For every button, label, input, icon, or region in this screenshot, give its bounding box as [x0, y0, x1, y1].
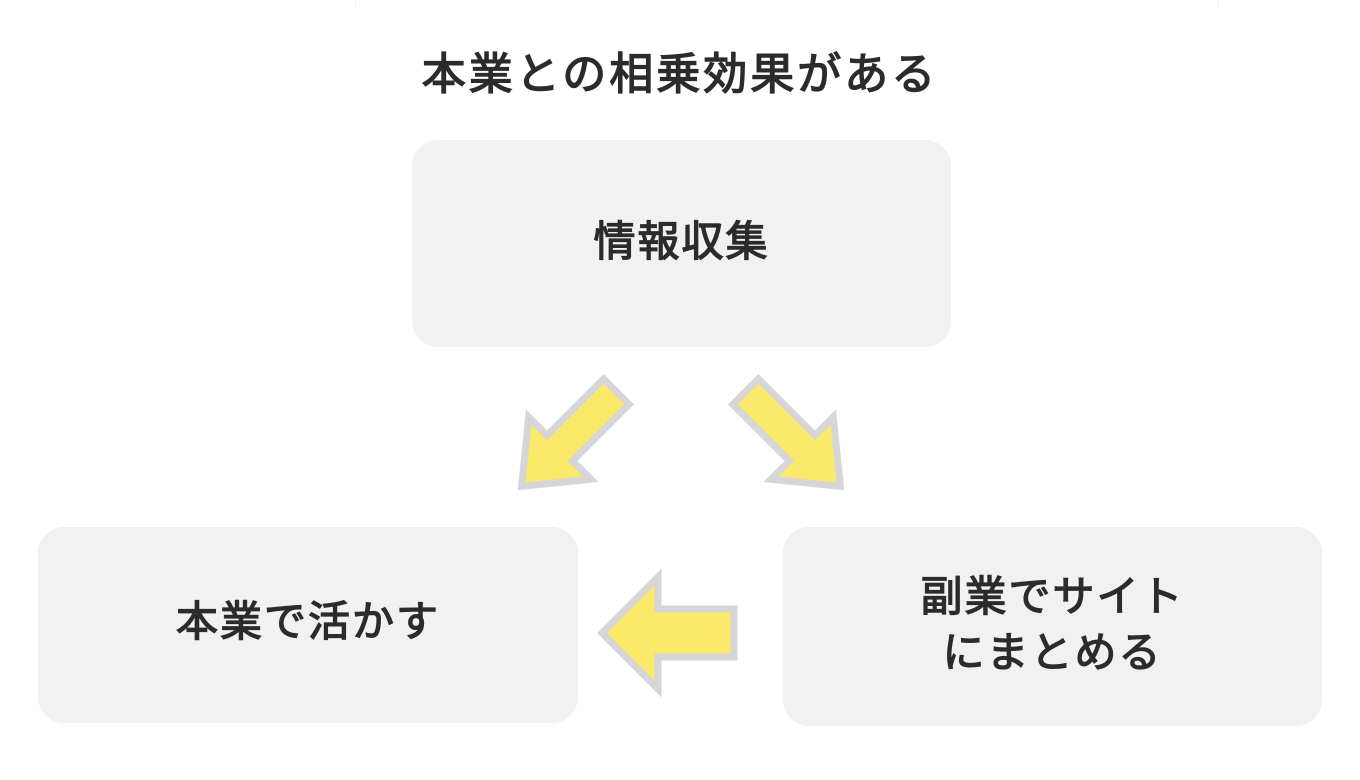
left-arrow-icon [597, 568, 738, 698]
node-information-gathering: 情報収集 [412, 140, 951, 347]
node-right-label: 副業でサイト にまとめる [920, 573, 1185, 676]
page-title: 本業との相乗効果がある [421, 50, 939, 99]
down-right-arrow-icon [727, 373, 845, 491]
crop-tick-mark-right [1218, 0, 1219, 7]
node-left-label: 本業で活かす [175, 598, 440, 646]
down-left-arrow-icon [517, 373, 635, 491]
node-compile-on-side-business-site: 副業でサイト にまとめる [783, 527, 1322, 726]
crop-tick-mark-left [355, 0, 356, 7]
node-top-label: 情報収集 [593, 217, 770, 265]
node-apply-to-main-job: 本業で活かす [38, 527, 578, 723]
